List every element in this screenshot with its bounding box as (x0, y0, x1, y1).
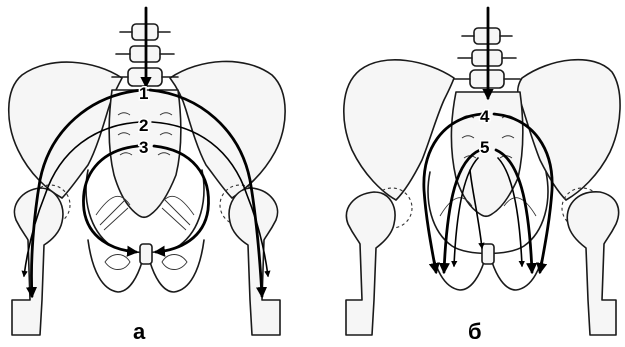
pelvis-illustration-b: 4 5 (312, 0, 625, 347)
figure-caption-a: а (133, 319, 145, 345)
pubic-symphysis (140, 244, 152, 264)
label-2: 2 (139, 116, 148, 135)
label-5: 5 (480, 138, 489, 157)
pelvis-figure-b: 4 5 б (312, 0, 625, 347)
pelvis-figure-a: 1 2 3 а (0, 0, 312, 347)
pubic-symphysis (482, 244, 494, 264)
pelvis-illustration-a: 1 2 3 (0, 0, 312, 347)
label-1: 1 (139, 84, 148, 103)
left-iliac-wing (344, 60, 454, 200)
label-4: 4 (480, 107, 490, 126)
left-femur (346, 192, 395, 335)
label-3: 3 (139, 138, 148, 157)
left-femur (12, 188, 63, 335)
right-femur (567, 192, 618, 335)
figure-caption-b: б (468, 319, 482, 345)
